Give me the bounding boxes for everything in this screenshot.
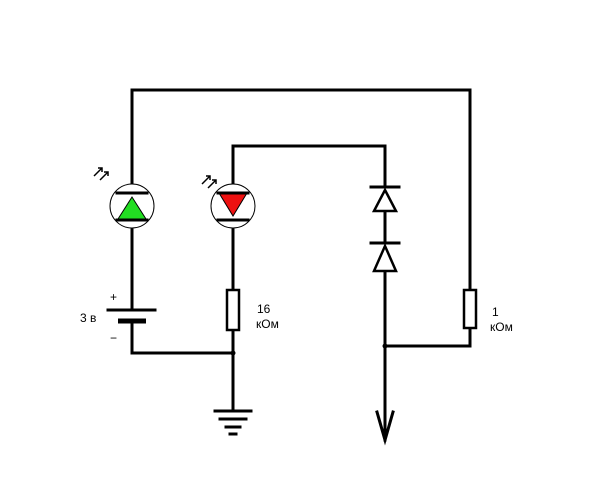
r1-unit-label: кОм [256, 317, 279, 331]
junction-dot-ground [230, 350, 236, 356]
battery-voltage-label: 3 в [80, 311, 96, 325]
wire-inner-top [231, 144, 387, 188]
light-rays-icon [93, 167, 109, 181]
led-green [93, 167, 155, 229]
r2-value-label: 1 [492, 305, 499, 319]
arrow-down-icon [375, 410, 395, 446]
wire-1k-to-diode-line [383, 326, 472, 348]
wire-outer-top [130, 88, 472, 292]
ground-icon [213, 409, 253, 436]
battery-minus-label: − [110, 331, 117, 345]
battery [106, 308, 157, 324]
diode-1 [369, 185, 401, 213]
wire-battery-to-junction [130, 321, 235, 355]
resistor-1k [462, 288, 478, 330]
battery-plus-label: + [110, 290, 117, 304]
light-rays-icon [201, 175, 217, 189]
led-red [201, 175, 256, 229]
r1-value-label: 16 [257, 302, 271, 316]
junction-dot-diode [382, 343, 388, 349]
diode-2 [369, 241, 401, 273]
wires [130, 88, 472, 442]
r2-unit-label: кОм [490, 320, 513, 334]
resistor-16k [225, 288, 241, 332]
